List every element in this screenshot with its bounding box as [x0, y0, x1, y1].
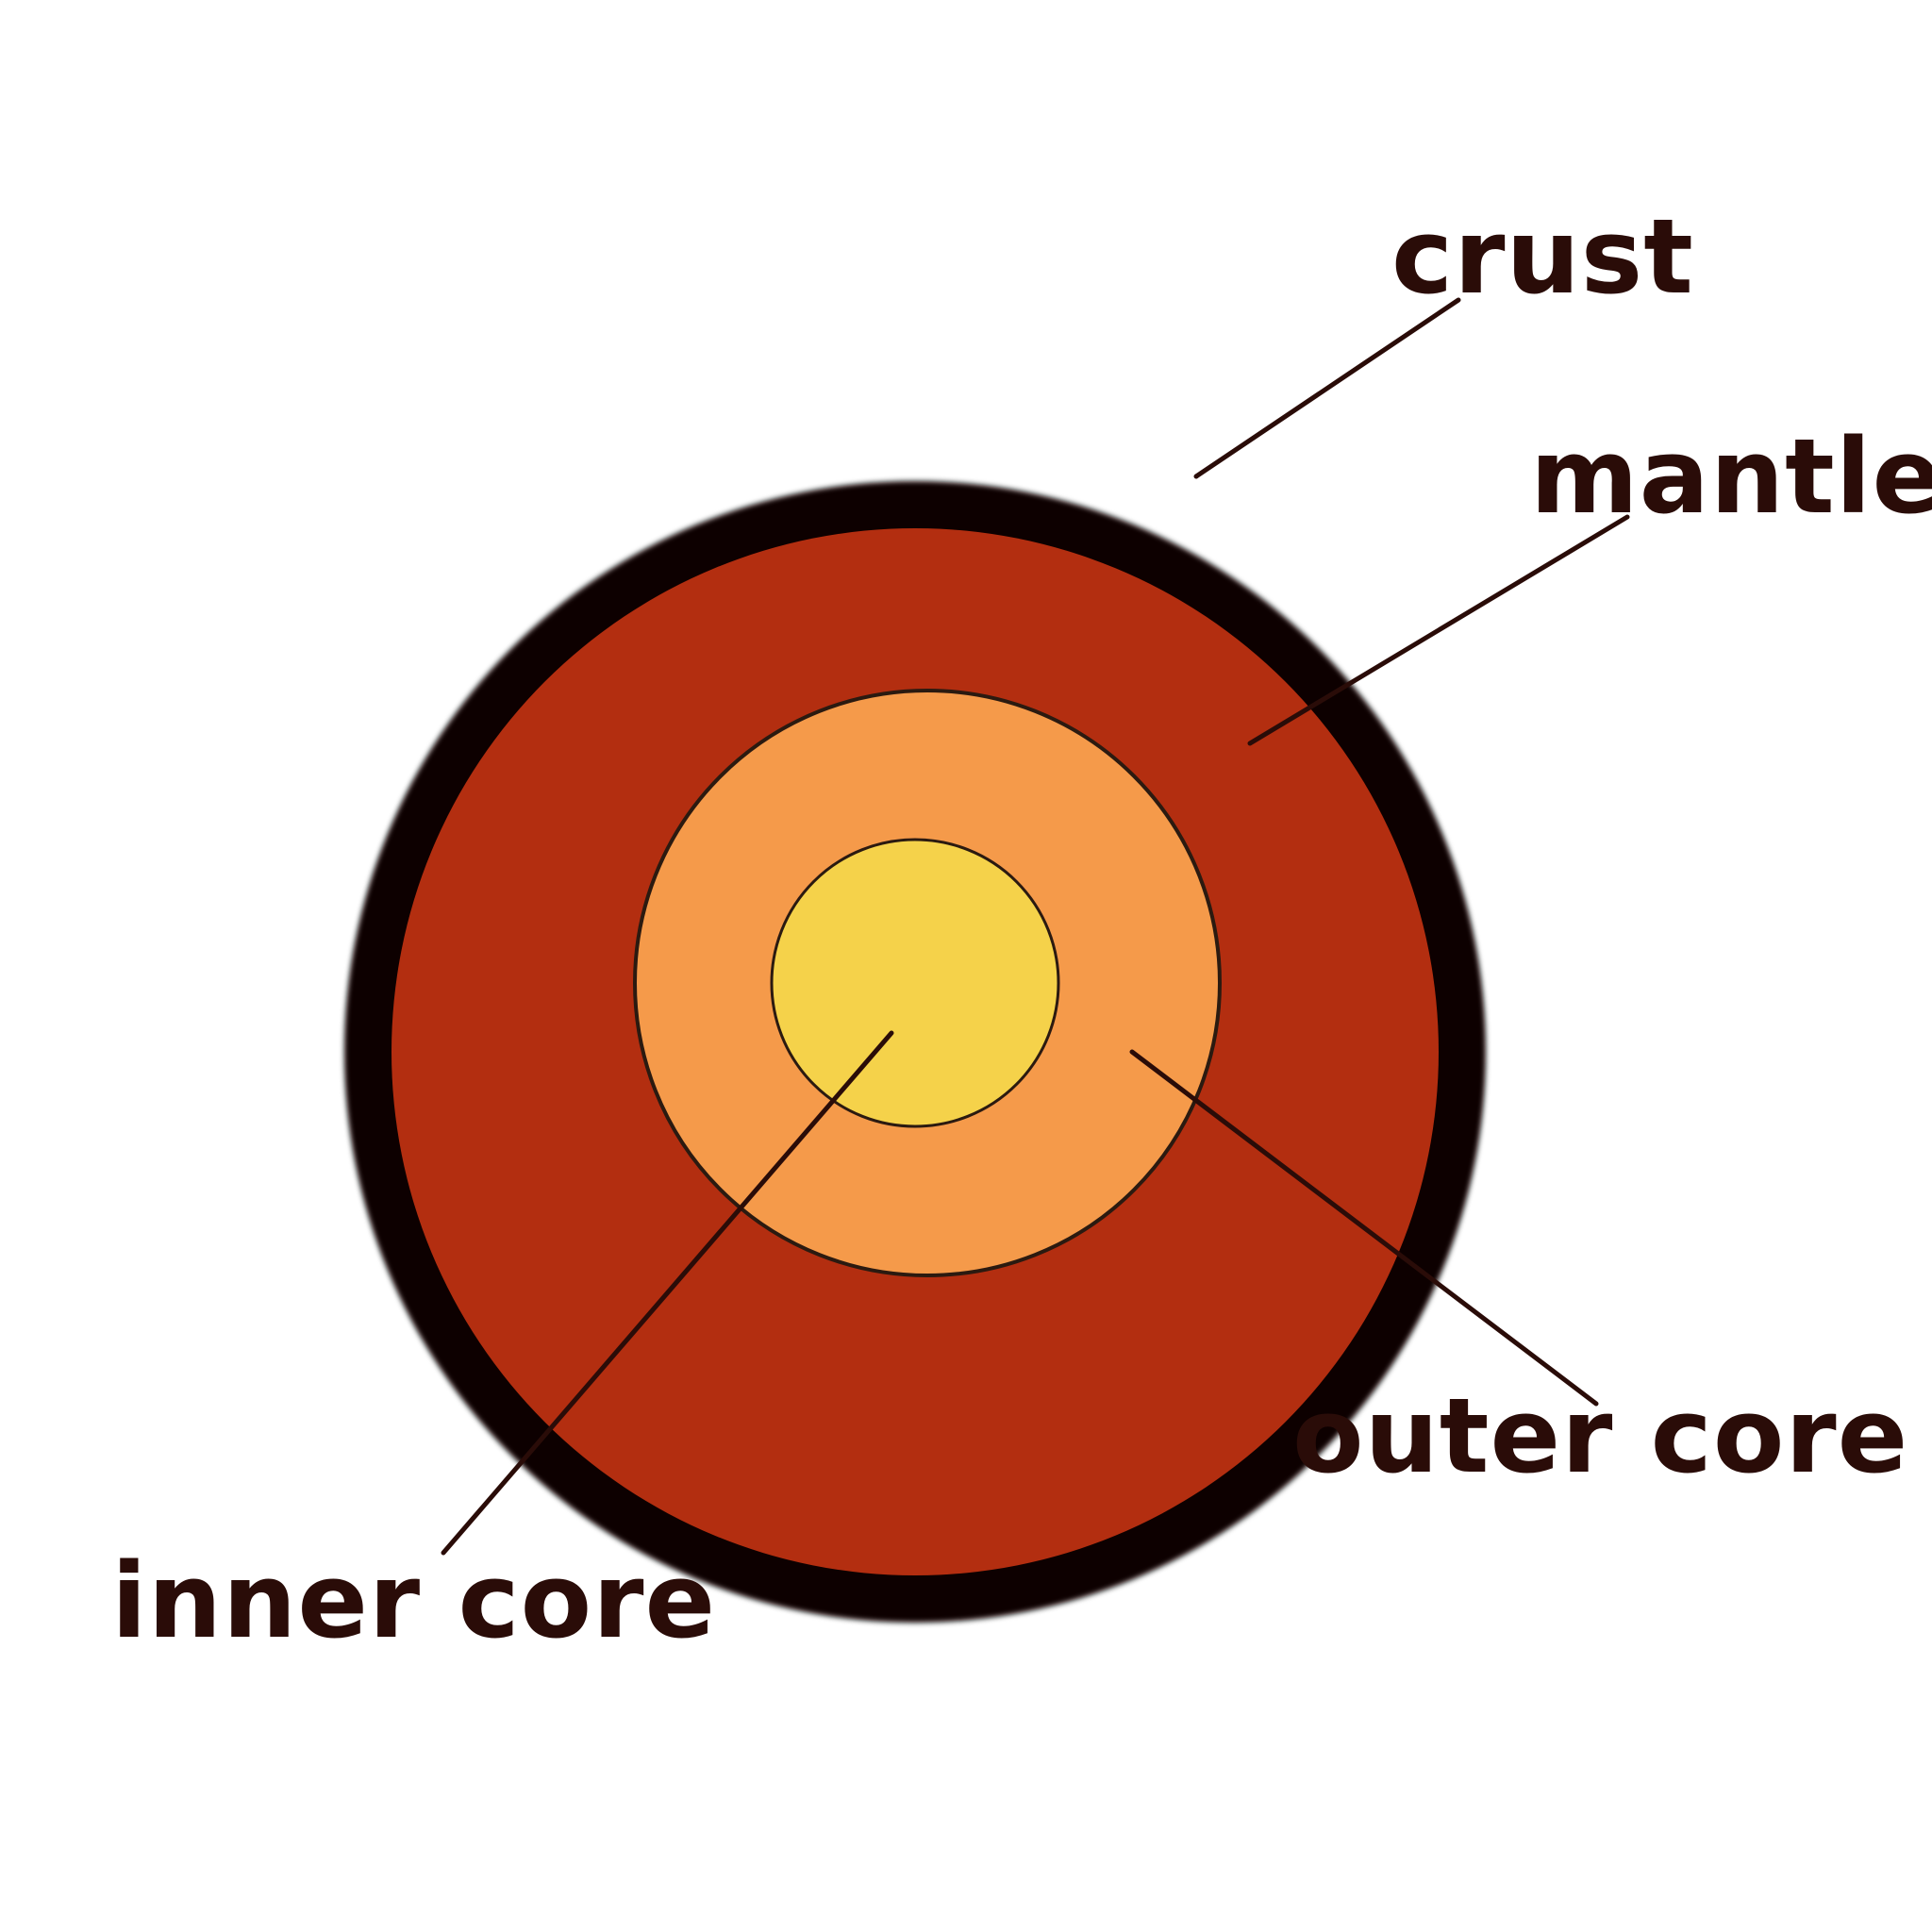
inner-core-leader-line — [441, 1030, 894, 1556]
inner-core-layer — [770, 838, 1060, 1128]
outer-core-label: outer core — [1292, 1375, 1908, 1496]
inner-core-label: inner core — [111, 1541, 716, 1661]
outer-core-leader-line — [1129, 1049, 1599, 1407]
crust-label: crust — [1391, 196, 1694, 317]
mantle-leader-line — [1247, 514, 1630, 746]
mantle-label: mantle — [1530, 416, 1932, 537]
crust-leader-line — [1193, 297, 1461, 479]
